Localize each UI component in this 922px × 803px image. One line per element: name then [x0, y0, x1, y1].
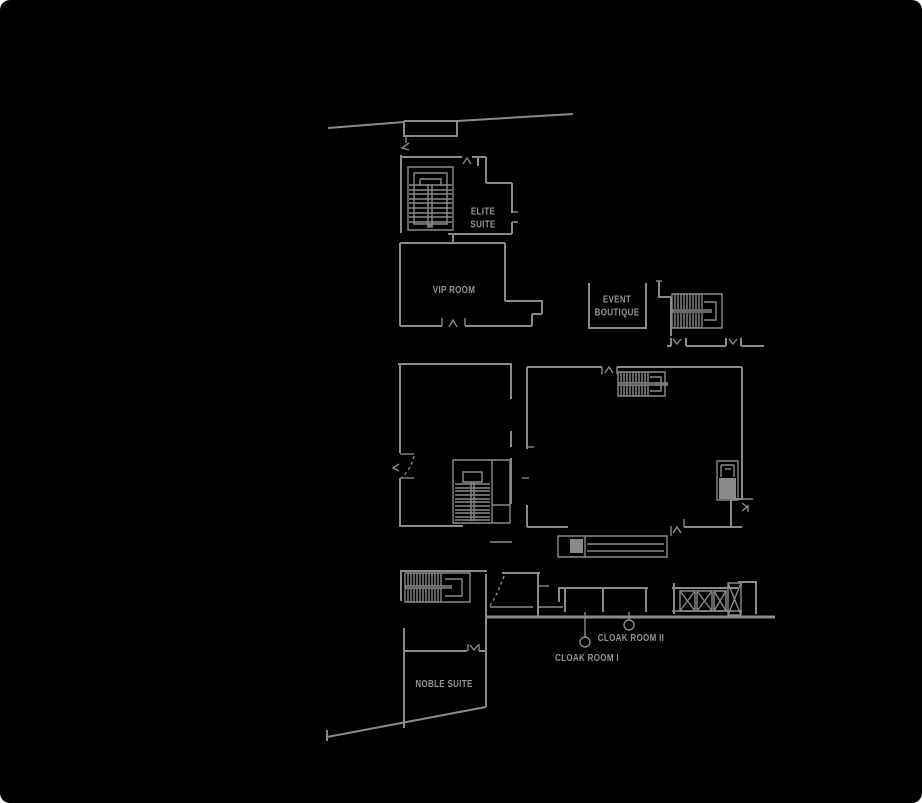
door-arrow: [391, 463, 400, 472]
stairs-in-ballroom-icon: [617, 371, 668, 397]
staircase-upper-right-icon: [656, 280, 723, 336]
elite-suite-label: ELITE SUITE: [470, 206, 496, 231]
upper-right-door-wall: [667, 338, 764, 347]
door-arrow: [469, 644, 479, 652]
cloak-room-counters: [558, 587, 648, 648]
upper-stair-room: [400, 155, 518, 243]
top-boundary-walls: [327, 113, 574, 151]
callout-circle: [623, 619, 635, 631]
door-swing-arc: [488, 575, 505, 608]
lower-left-corridor: [400, 570, 775, 707]
staircase-mid-left-icon: [452, 459, 511, 524]
ballroom-walls: [522, 365, 753, 536]
noble-suite-walls: [326, 628, 487, 741]
cloak-room-2-label: CLOAK ROOM II: [597, 633, 665, 644]
event-boutique-label: EVENT BOUTIQUE: [594, 294, 640, 319]
door-arrow: [728, 338, 738, 346]
door-arrow: [672, 525, 682, 534]
elevator-icon: [716, 460, 739, 501]
door-arrow: [741, 502, 749, 512]
door-arrow: [672, 338, 682, 346]
door-arrow: [462, 156, 472, 165]
door-arrow: [604, 365, 614, 374]
event-boutique-walls: [588, 283, 647, 329]
escalator-icon: [557, 535, 668, 558]
vip-room-walls: [399, 242, 543, 328]
door-swing-arc: [401, 455, 415, 478]
staircase-lower-left-icon: [404, 572, 471, 603]
x-railing: [672, 581, 757, 616]
noble-suite-label: NOBLE SUITE: [415, 679, 473, 690]
mid-left-room-walls: [391, 363, 512, 543]
callout-circle: [579, 636, 591, 648]
cloak-room-1-label: CLOAK ROOM I: [555, 653, 619, 664]
door-arrow: [400, 142, 410, 151]
stair-direction-arrow: [426, 221, 434, 229]
door-arrow: [448, 318, 458, 328]
vip-room-label: VIP ROOM: [432, 285, 476, 296]
staircase-top-icon: [407, 166, 454, 231]
